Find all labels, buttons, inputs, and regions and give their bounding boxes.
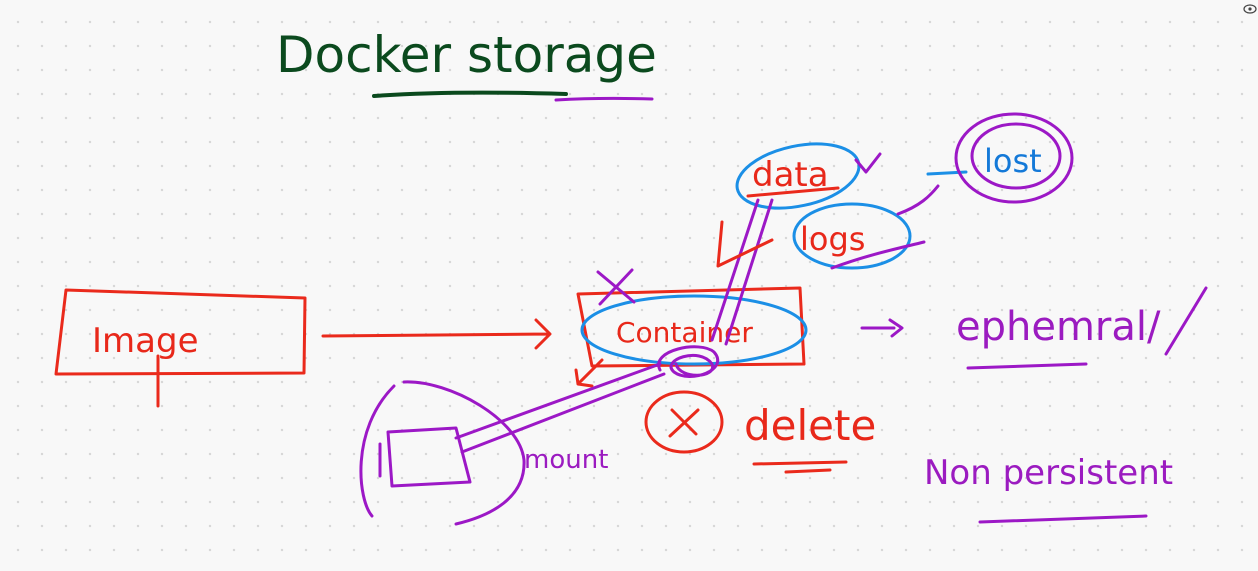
logs-arrow	[896, 184, 940, 216]
lost-outer-circle	[954, 112, 1074, 204]
container-highlight	[580, 294, 808, 366]
mount-label: mount	[524, 445, 608, 475]
image-node: Image	[54, 288, 307, 408]
non-persistent-underline	[978, 514, 1148, 524]
logs-highlight	[792, 202, 912, 270]
volume-box	[386, 426, 472, 488]
image-box	[54, 288, 307, 376]
container-scribble	[657, 345, 720, 378]
container-strike	[596, 268, 636, 306]
ephemeral-underline	[966, 362, 1088, 370]
mount-node: mount	[359, 362, 666, 526]
lost-label: lost	[984, 142, 1042, 180]
logs-underline	[830, 240, 926, 270]
non-persistent-label: Non persistent	[924, 453, 1173, 493]
delete-circle	[644, 390, 724, 454]
image-to-container-arrow	[321, 318, 552, 350]
ephemeral-node: ephemral/ Non persistent	[860, 286, 1208, 524]
logs-bracket	[716, 220, 774, 268]
title-group: Docker storage	[276, 26, 657, 102]
container-left-arrow	[574, 358, 604, 388]
data-check	[854, 152, 882, 174]
data-to-container-line	[710, 198, 774, 346]
mount-line-bottom	[460, 372, 666, 454]
lost-node: lost	[926, 112, 1074, 204]
delete-underline	[752, 460, 848, 474]
ephemeral-arrow	[860, 318, 904, 338]
data-label: data	[752, 155, 829, 195]
image-label: Image	[92, 321, 198, 361]
title-underline-green	[372, 90, 568, 98]
ephemeral-label: ephemral/	[956, 304, 1161, 350]
data-node: data	[710, 142, 882, 346]
logs-label: logs	[800, 220, 865, 258]
mount-line-top	[454, 362, 662, 440]
logs-node: logs	[716, 184, 940, 270]
volume-outer	[359, 380, 526, 526]
page-title: Docker storage	[276, 26, 657, 84]
delete-label: delete	[744, 401, 876, 450]
delete-node: delete	[644, 390, 876, 474]
ephemeral-slash	[1164, 286, 1208, 356]
container-node: Container	[574, 268, 808, 388]
delete-x	[668, 408, 700, 438]
data-underline	[746, 186, 840, 198]
title-underline-purple	[554, 96, 654, 102]
eye-icon[interactable]	[1243, 4, 1257, 14]
lost-inner-circle	[970, 122, 1062, 190]
